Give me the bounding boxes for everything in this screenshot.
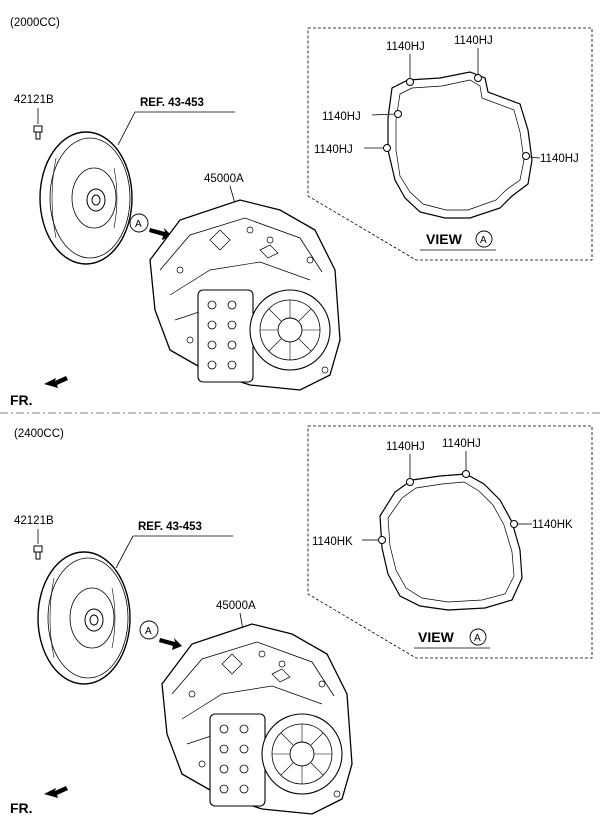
bolt-icon [33,545,43,560]
housing-gasket-icon [387,71,533,219]
transmission-part-number: 45000A [216,600,256,612]
bolt-part-number: 42121B [14,94,54,106]
bolt-part-number: 42121B [14,515,54,527]
torque-converter-icon [39,131,133,265]
view-title: VIEW [418,629,455,645]
callout-label: 1140HK [532,519,573,531]
bolt-icon [33,125,43,140]
transmission-icon [161,623,353,815]
callout-label: 1140HJ [386,41,425,53]
callout-label: 1140HJ [540,153,579,165]
section-2000cc: (2000CC) 42121B REF. 43-453 45000A A FR.… [10,17,593,408]
view-marker: A [135,219,142,230]
callout-label: 1140HJ [322,111,361,123]
callout-label: 1140HK [312,536,353,548]
view-title-letter: A [480,235,487,246]
callout-label: 1140HJ [454,35,493,47]
callout-label: 1140HJ [314,144,353,156]
front-arrow-icon [44,376,68,388]
view-arrow-icon [149,228,172,240]
torque-converter-icon [37,551,131,685]
view-title-letter: A [474,633,481,644]
front-label: FR. [10,800,33,816]
transmission-icon [149,199,341,391]
transmission-part-number: 45000A [204,173,244,185]
view-box [307,27,593,261]
front-arrow-icon [44,786,68,798]
engine-label: (2400CC) [14,428,64,440]
view-box [307,425,593,659]
view-arrow-icon [159,638,182,650]
view-marker: A [145,626,152,637]
callout-label: 1140HJ [386,441,425,453]
ref-label: REF. 43-453 [138,521,202,533]
front-label: FR. [10,392,33,408]
section-2400cc: (2400CC) 42121B REF. 43-453 45000A A FR.… [10,425,593,816]
ref-label: REF. 43-453 [140,97,204,109]
engine-label: (2000CC) [10,17,60,29]
housing-gasket-icon [379,473,523,611]
callout-label: 1140HJ [442,438,481,450]
view-title: VIEW [426,231,463,247]
